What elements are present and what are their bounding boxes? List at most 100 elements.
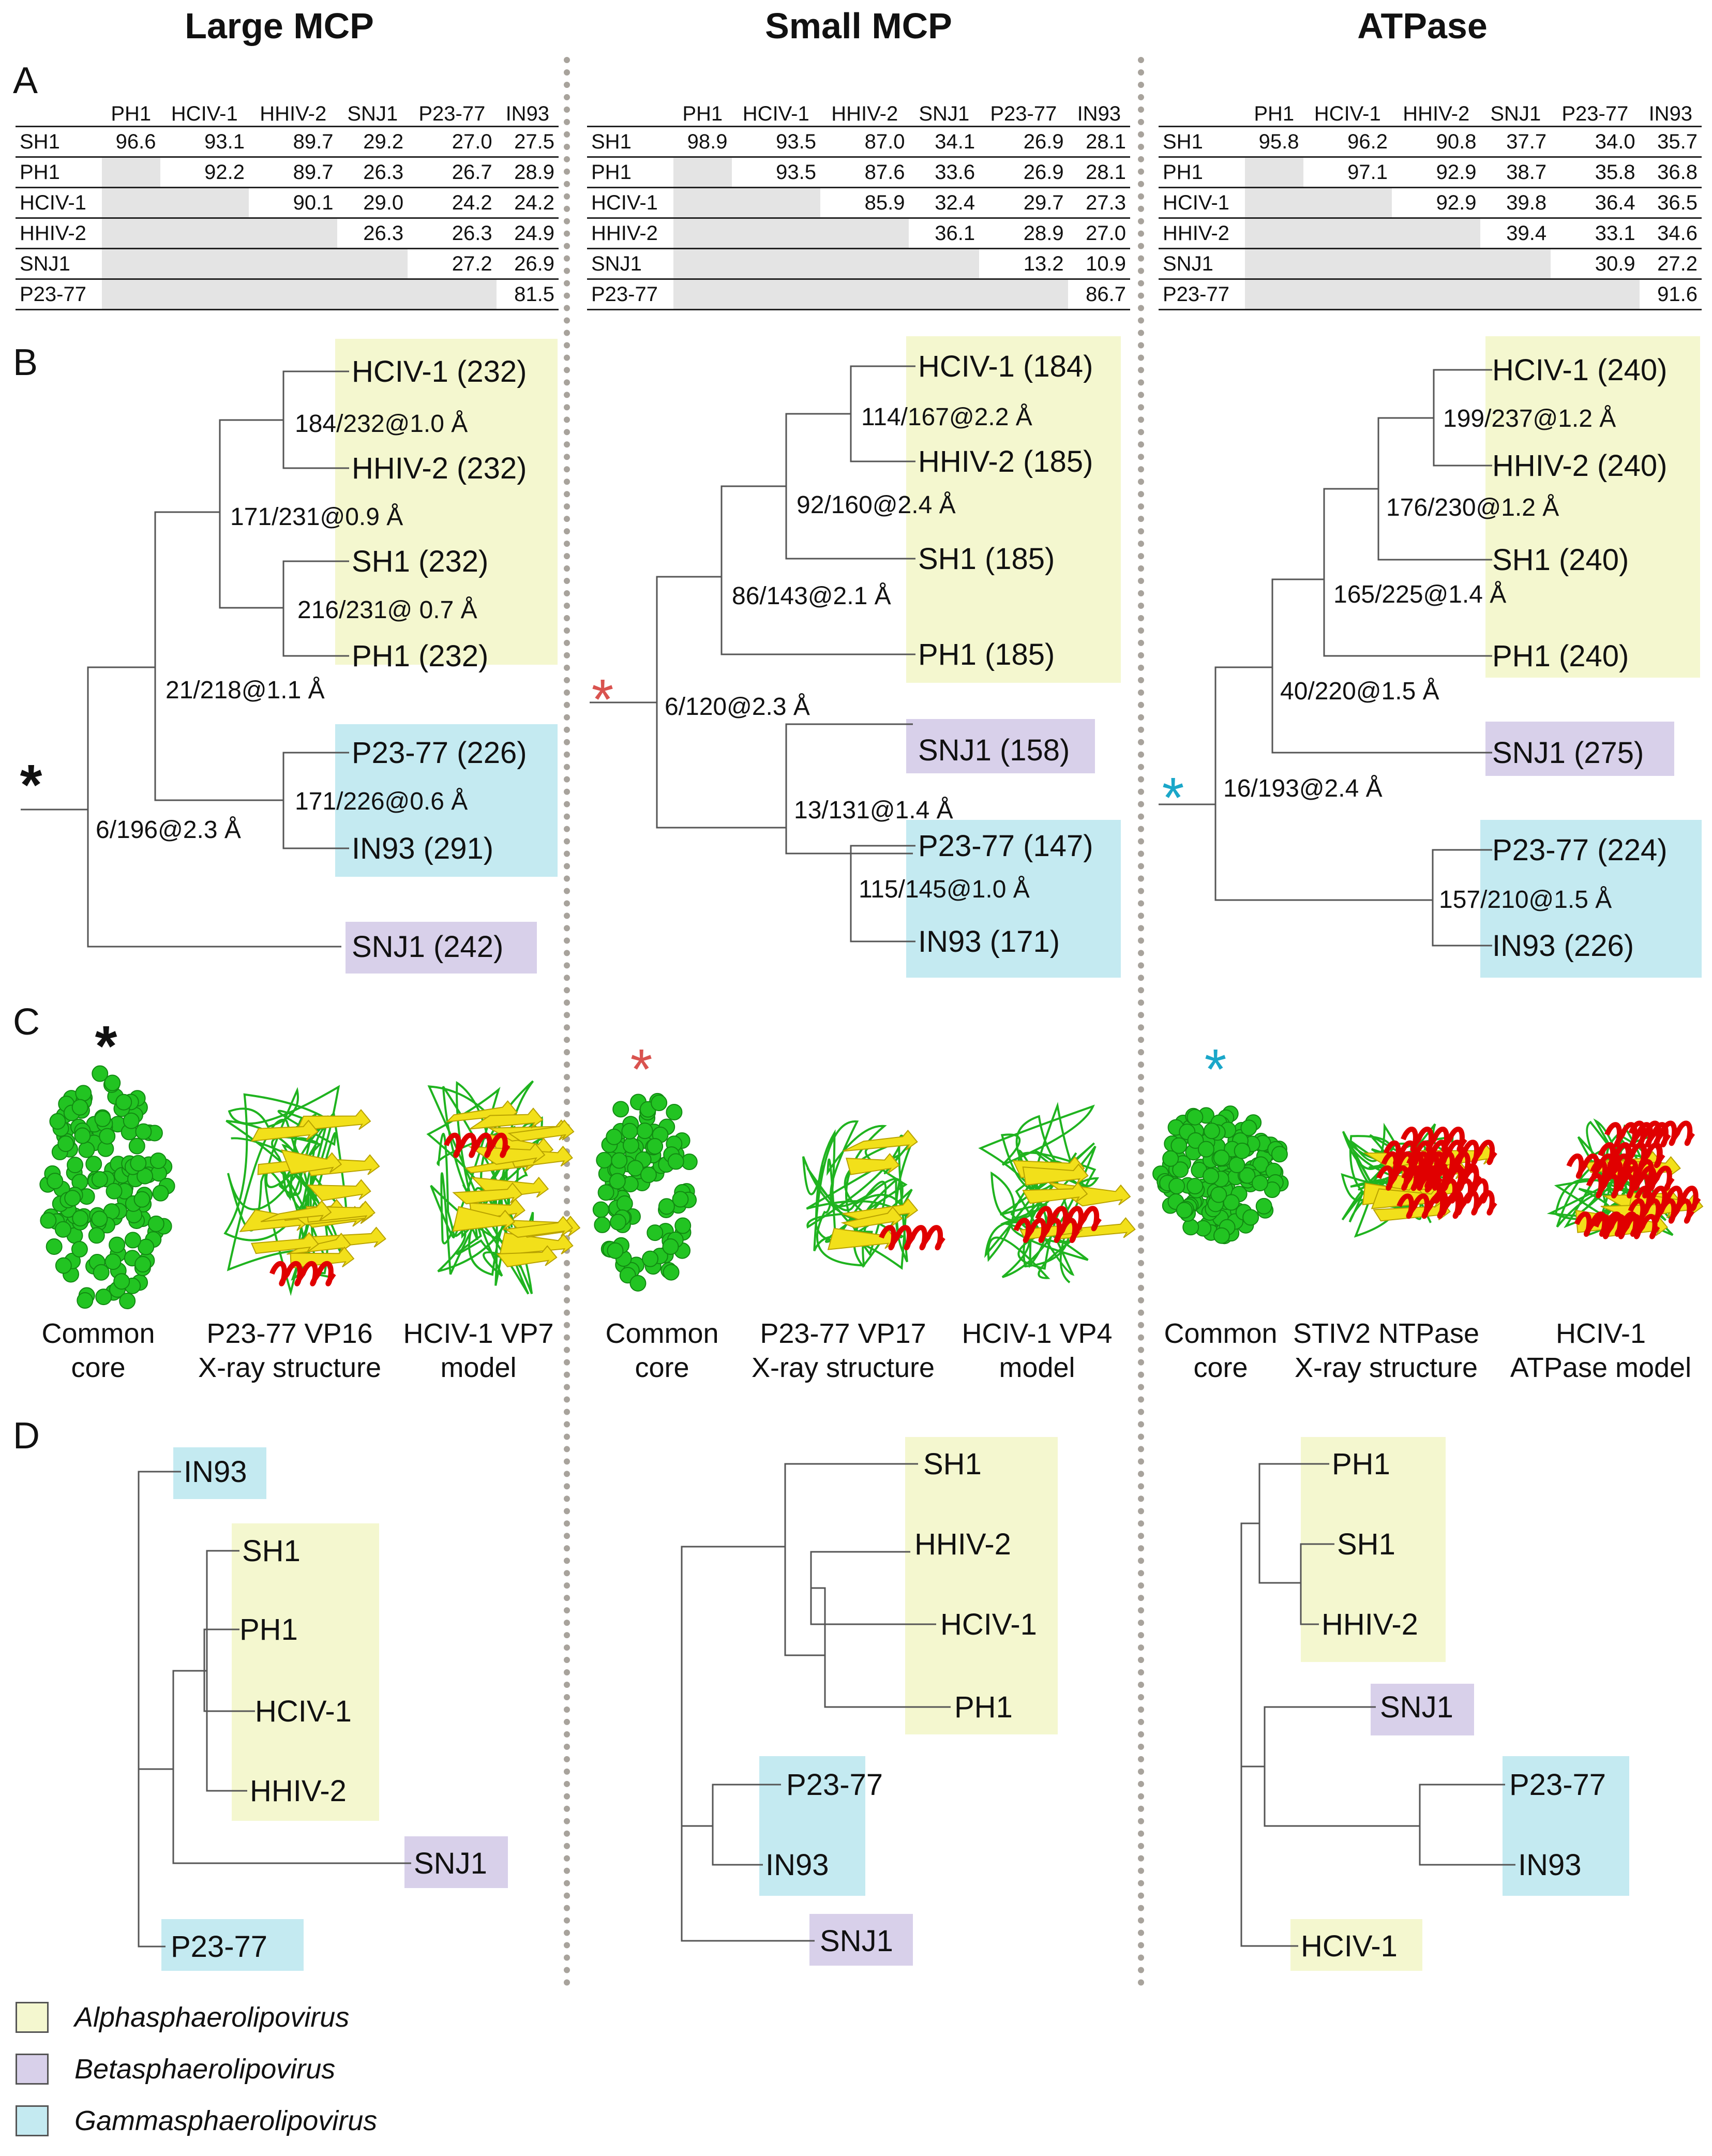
leaf-label: PH1 xyxy=(1332,1447,1390,1481)
marker-asterisk: * xyxy=(1162,766,1184,830)
core-sphere xyxy=(1255,1197,1272,1215)
table-cell: 93.5 xyxy=(731,157,820,188)
core-sphere xyxy=(91,1210,108,1227)
core-sphere xyxy=(616,1195,633,1212)
table-cell: 87.6 xyxy=(820,157,909,188)
table-cell-empty xyxy=(160,218,249,249)
leaf-label: PH1 (232) xyxy=(352,639,488,673)
beta-strand xyxy=(452,1206,516,1232)
beta-strand xyxy=(281,1149,342,1175)
table-cell: 33.1 xyxy=(1551,218,1640,249)
group-box-alpha xyxy=(1290,1919,1422,1971)
node-label: 157/210@1.5 Å xyxy=(1439,886,1612,914)
table-cell: 98.9 xyxy=(673,126,732,158)
table-cell: 27.2 xyxy=(408,248,497,280)
group-box-gamma xyxy=(161,1919,304,1971)
leaf-label: HCIV-1 xyxy=(1301,1929,1398,1963)
alpha-helix xyxy=(1634,1186,1701,1211)
group-box-gamma xyxy=(335,724,558,877)
core-sphere xyxy=(54,1221,71,1238)
alpha-helix xyxy=(1431,1190,1497,1216)
core-sphere xyxy=(109,1236,126,1253)
table-cell: 26.9 xyxy=(496,248,559,280)
core-sphere xyxy=(94,1110,111,1127)
column-header: HCIV-1 xyxy=(171,102,238,125)
leaf-label: P23-77 xyxy=(171,1930,267,1964)
core-sphere xyxy=(647,1224,664,1241)
core-sphere xyxy=(662,1238,679,1255)
table-cell: 28.9 xyxy=(979,218,1068,249)
table-cell: 90.1 xyxy=(249,187,338,219)
beta-strand xyxy=(469,1107,544,1130)
table-cell-empty xyxy=(1303,279,1392,310)
row-label: HHIV-2 xyxy=(587,218,673,249)
core-sphere xyxy=(640,1166,657,1184)
core-sphere xyxy=(609,1214,626,1231)
core-sphere xyxy=(124,1232,141,1249)
table-cell: 87.0 xyxy=(820,126,909,158)
legend-swatch-gamma xyxy=(16,2105,49,2136)
group-box-beta xyxy=(346,922,537,974)
group-box-gamma xyxy=(906,820,1121,978)
structure-hciv-1-atpase xyxy=(1546,1118,1704,1239)
core-sphere xyxy=(78,1141,95,1158)
panel-letter-a: A xyxy=(13,60,38,101)
core-sphere xyxy=(651,1095,668,1112)
tree-branch xyxy=(219,419,283,609)
node-label: 86/143@2.1 Å xyxy=(732,582,891,610)
common-core-small-mcp xyxy=(592,1092,698,1292)
core-sphere xyxy=(1228,1157,1245,1174)
core-sphere xyxy=(67,1157,84,1174)
core-sphere xyxy=(115,1094,132,1111)
tree-branch xyxy=(720,485,915,655)
table-cell: 89.7 xyxy=(249,157,338,188)
core-sphere xyxy=(1187,1109,1204,1126)
core-sphere xyxy=(611,1152,628,1169)
group-box-gamma xyxy=(1503,1756,1629,1896)
panel-letter-c: C xyxy=(13,1001,40,1043)
core-sphere xyxy=(1168,1177,1185,1194)
core-sphere xyxy=(88,1227,105,1244)
row-label: HHIV-2 xyxy=(1159,218,1245,249)
legend-label-alpha: Alphasphaerolipovirus xyxy=(74,2002,350,2033)
legend-betasphaerolipovirus: Betasphaerolipovirus xyxy=(16,2054,335,2085)
node-label: 216/231@ 0.7 Å xyxy=(297,596,477,624)
table-cell: 95.8 xyxy=(1244,126,1303,158)
leaf-label: SNJ1 xyxy=(1380,1690,1453,1724)
alpha-helix xyxy=(1381,1151,1448,1177)
row-label: SNJ1 xyxy=(1159,248,1245,280)
title-atpase: ATPase xyxy=(1357,6,1488,46)
core-sphere xyxy=(612,1101,629,1118)
group-box-beta xyxy=(1485,722,1674,776)
core-sphere xyxy=(93,1264,110,1281)
table-cell: 26.7 xyxy=(408,157,497,188)
table-cell: 36.8 xyxy=(1639,157,1702,188)
beta-strand xyxy=(1022,1181,1088,1204)
core-sphere xyxy=(49,1113,66,1130)
core-sphere xyxy=(137,1167,154,1185)
row-label: HHIV-2 xyxy=(16,218,102,249)
alpha-helix xyxy=(443,1132,510,1158)
beta-strand xyxy=(496,1245,558,1267)
tree-branch xyxy=(1377,417,1492,561)
table-cell: 90.8 xyxy=(1392,126,1481,158)
leaf-label: SNJ1 (242) xyxy=(352,930,503,964)
table-cell: 35.8 xyxy=(1551,157,1640,188)
core-sphere xyxy=(85,1156,102,1173)
core-sphere xyxy=(636,1122,653,1140)
leaf-label: SH1 xyxy=(923,1447,982,1481)
table-cell-empty xyxy=(101,218,160,249)
table-cell: 13.2 xyxy=(979,248,1068,280)
group-box-alpha xyxy=(335,339,558,665)
row-label: HCIV-1 xyxy=(1159,187,1245,219)
table-cell-empty xyxy=(160,248,249,280)
leaf-label: SH1 (185) xyxy=(918,542,1055,576)
table-cell-empty xyxy=(1244,218,1303,249)
column-header: P23-77 xyxy=(1561,102,1629,125)
table-cell: 37.7 xyxy=(1480,126,1551,158)
